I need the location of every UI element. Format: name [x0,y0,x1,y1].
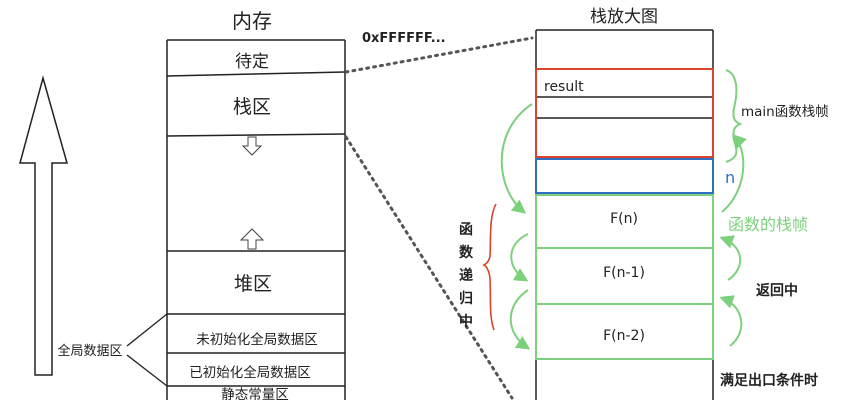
exit-label: 满足出口条件时 [720,372,818,389]
frame-label-fn: F(n) [610,211,638,227]
svg-text:归: 归 [459,290,473,307]
section-heap-label: 堆区 [234,273,272,295]
n-param-box [535,158,714,194]
memory-title: 内存 [232,9,272,33]
global-data-label: 全局数据区 [57,343,122,359]
frame-label-fn-2: F(n-2) [603,328,645,344]
result-label: result [544,79,584,95]
main-frame-label: main函数栈帧 [741,104,829,120]
main-frame-box [535,68,714,158]
svg-text:中: 中 [459,313,473,330]
main-frame-brace [725,69,743,163]
section-bss-label: 未初始化全局数据区 [196,331,318,348]
n-label: n [725,168,735,187]
recursion-label: 函 数 递 归 中 [459,222,474,330]
function-frames [535,194,714,360]
recursion-call-arrows [500,103,533,350]
zoom-guide-bottom [344,135,514,400]
return-label: 返回中 [756,282,798,299]
svg-text:数: 数 [459,244,474,261]
return-arrows [719,134,747,347]
up-arrow-icon [19,75,68,376]
heap-grow-up-arrow-icon [239,228,265,250]
frame-label-fn-1: F(n-1) [603,265,645,281]
svg-text:递: 递 [459,267,473,284]
section-pending-label: 待定 [235,52,269,72]
section-stack-label: 栈区 [233,96,271,118]
memory-column [166,39,346,400]
svg-text:函: 函 [459,222,473,238]
zoom-title: 栈放大图 [590,7,658,27]
global-data-bracket [126,313,168,387]
section-data-label: 已初始化全局数据区 [189,364,311,381]
section-rodata-label: 静态常量区 [221,387,289,400]
func-frame-label: 函数的栈帧 [728,215,808,234]
stack-grow-down-arrow-icon [241,136,263,156]
recursion-brace [482,203,497,331]
address-label: 0xFFFFFF... [362,31,446,46]
